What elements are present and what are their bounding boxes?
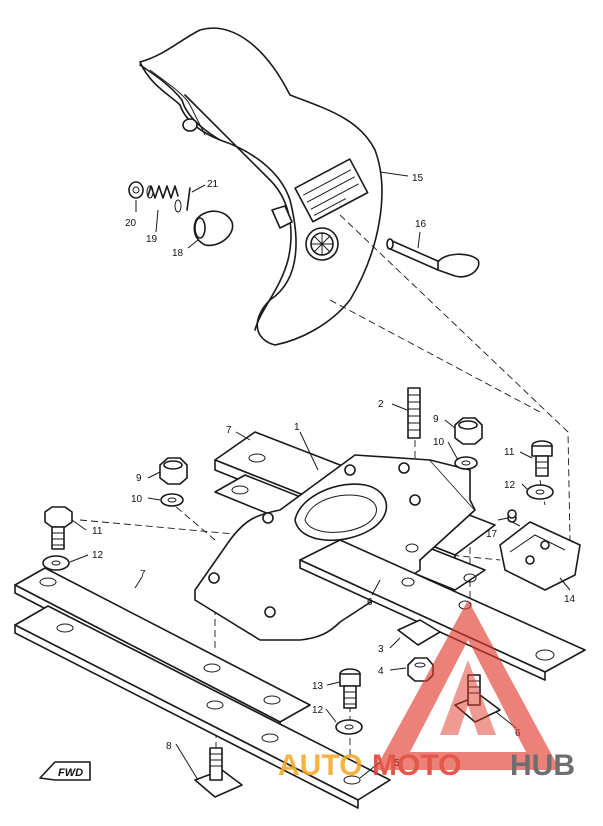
callout-9-left: 9 [136,473,142,484]
cover-tab [271,205,293,229]
callout-21: 21 [207,179,219,190]
watermark-part-hub: HUB [510,749,575,782]
cover-flange [149,69,206,136]
washer-20 [128,181,144,199]
washer-10-right [454,456,478,470]
callout-17: 17 [486,529,498,540]
washer-10-left [160,493,184,507]
callout-8: 8 [166,741,172,752]
stud-2 [407,387,421,439]
watermark-triangle-logo [375,600,560,770]
nut-9-right [454,417,483,445]
leader-lines [69,171,571,781]
callout-19: 19 [146,234,158,245]
cover-knob [305,227,339,261]
callout-20: 20 [125,218,137,229]
pin-21 [186,187,191,211]
stud-bolt-8-left [194,747,243,798]
washer-12-bottom [335,719,363,735]
watermark-part-auto: AUTO [278,749,362,782]
callout-11-left: 11 [92,526,103,537]
callout-16: 16 [415,219,427,230]
callout-12-left: 12 [92,550,104,561]
callout-10-left: 10 [131,494,143,505]
callout-18: 18 [172,248,184,259]
callout-6-plate: 6 [367,597,373,608]
callout-14: 14 [564,594,576,605]
spring-19 [146,185,182,213]
knob-18 [193,210,234,247]
watermark: AUTO MOTO HUB [278,600,575,782]
bracket-14 [499,513,581,591]
bolt-13 [339,668,361,709]
cover-mount-hole [182,118,198,132]
callout-12-bottom: 12 [312,705,324,716]
callout-9-right: 9 [433,414,439,425]
callout-7-upper: 7 [226,425,232,436]
bolt-11-right [531,440,553,477]
clip-17 [507,509,521,527]
plate-7-lower [14,567,391,809]
nut-9-left [159,457,188,485]
callout-10-right: 10 [433,437,445,448]
warning-label [294,158,369,223]
front-arrow-label: FWD [58,767,83,779]
callout-7-lower: 7 [140,569,146,580]
callout-3: 3 [378,644,384,655]
cover-assembly [139,27,383,346]
callout-15: 15 [412,173,424,184]
cover-inner-edge [139,64,292,331]
washer-12-right [526,484,554,500]
callout-12-right: 12 [504,480,516,491]
callout-2: 2 [378,399,384,410]
bolt-16 [386,238,480,278]
clip-nut-3 [397,619,441,646]
callout-11-right: 11 [504,447,515,458]
callout-1: 1 [294,422,300,433]
bolt-11-left [44,506,73,550]
washer-12-left [42,555,70,571]
watermark-part-moto: MOTO [372,749,461,782]
knob-parts [128,181,234,247]
front-arrow: FWD [39,761,91,781]
callout-4: 4 [378,666,384,677]
callout-13: 13 [312,681,324,692]
